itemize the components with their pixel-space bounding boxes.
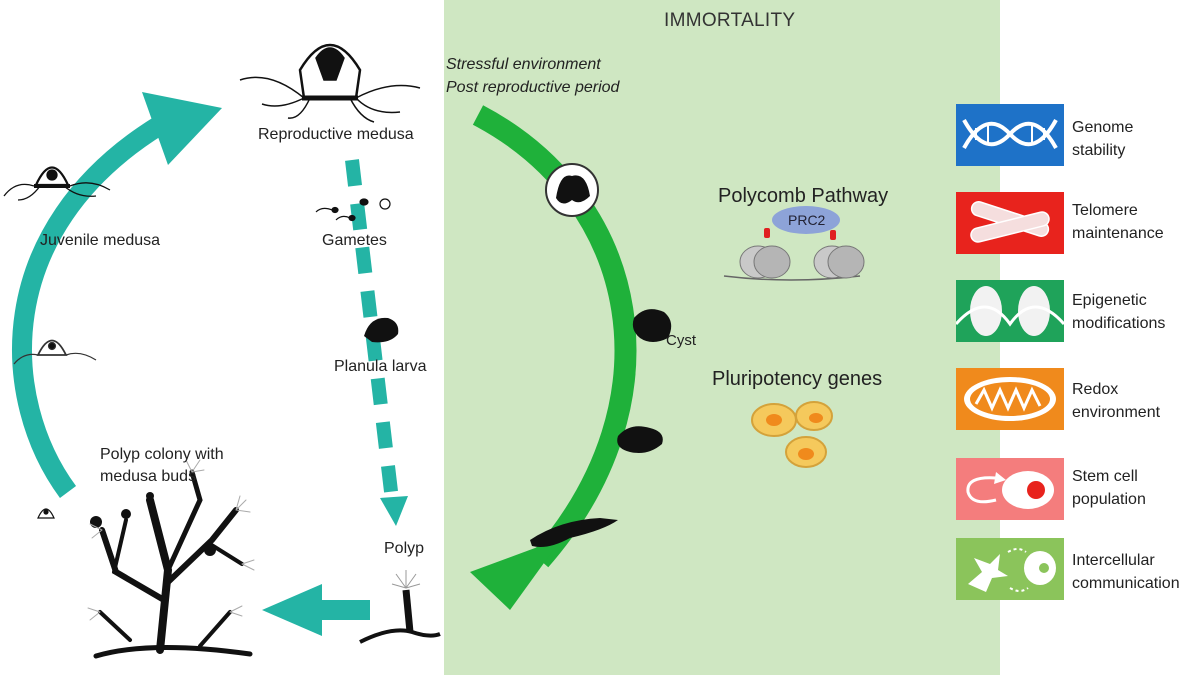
- label-juvenile-medusa: Juvenile medusa: [40, 232, 161, 249]
- label-polyp: Polyp: [384, 540, 425, 557]
- gametes-drawing: [315, 198, 391, 222]
- label-prc2: PRC2: [788, 212, 826, 228]
- mitochondrion-icon: [956, 368, 1064, 430]
- teal-arc-arrowhead: [142, 92, 222, 165]
- planula-larva-drawing: [364, 317, 399, 343]
- label-polyp-colony-1: Polyp colony with: [100, 446, 224, 463]
- label-gametes: Gametes: [322, 232, 387, 249]
- cell-communication-icon: [956, 538, 1064, 600]
- small-medusa-drawing: [13, 339, 97, 365]
- label-condition-1: Stressful environment: [446, 56, 601, 73]
- teal-arc-arrow: [12, 116, 166, 498]
- dna-icon: [956, 104, 1064, 166]
- green-arc-arrowhead: [470, 538, 562, 610]
- label-cyst: Cyst: [666, 332, 696, 349]
- teal-left-arrow-head: [262, 584, 322, 636]
- prc2-nucleosome-drawing: [723, 206, 865, 281]
- tiny-medusa-drawing: [37, 508, 55, 519]
- label-condition-2: Post reproductive period: [446, 79, 620, 96]
- nucleosome-icon: [954, 280, 1066, 342]
- label-polyp-colony-2: medusa buds: [100, 468, 197, 485]
- polyp-colony-drawing: [87, 459, 255, 659]
- dashed-teal-arrow: [345, 159, 399, 501]
- new-polyp-drawing: [530, 518, 618, 547]
- reproductive-medusa-drawing: [239, 43, 421, 123]
- juvenile-medusa-drawing: [3, 166, 111, 201]
- label-planula-larva: Planula larva: [334, 358, 427, 375]
- pluripotent-cells-drawing: [751, 401, 833, 468]
- green-reversal-arc: [472, 105, 637, 568]
- page-title: IMMORTALITY: [664, 10, 796, 31]
- teal-left-arrow-shaft: [318, 600, 370, 620]
- stem-cell-icon: [956, 458, 1064, 520]
- prc2-ellipse: [772, 206, 840, 234]
- dashed-arrowhead: [380, 496, 408, 526]
- stolon-drawing: [617, 426, 663, 453]
- label-reproductive-medusa: Reproductive medusa: [258, 126, 414, 143]
- label-pluripotency-genes: Pluripotency genes: [712, 368, 883, 390]
- regressing-medusa-drawing: [545, 163, 599, 217]
- polyp-drawing: [359, 570, 441, 644]
- label-polycomb-pathway: Polycomb Pathway: [718, 185, 889, 207]
- cyst-drawing: [632, 309, 672, 342]
- chromosome-icon: [956, 192, 1064, 254]
